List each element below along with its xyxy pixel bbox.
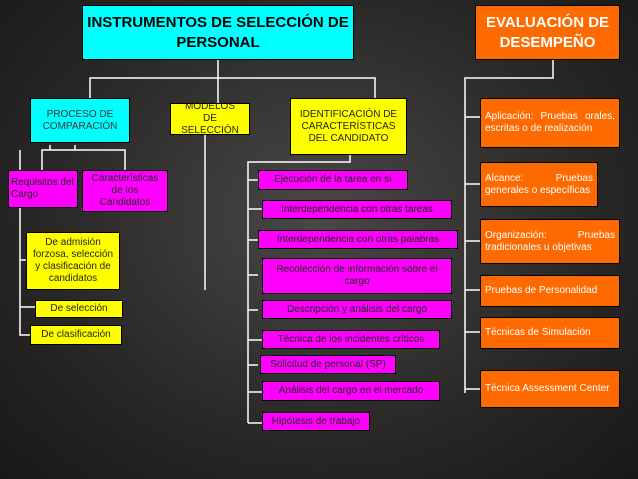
tecnica-descripcion-analisis: Descripción y análisis del cargo [262, 300, 452, 319]
node-identificacion-caracteristicas: IDENTIFICACIÓN DE CARACTERÍSTICAS DEL CA… [290, 98, 407, 155]
tecnica-recoleccion-informacion: Recolección de información sobre el carg… [262, 258, 452, 294]
node-aplicacion-pruebas: Aplicación: Pruebas orales, escritas o d… [480, 98, 620, 148]
node-pruebas-personalidad: Pruebas de Personalidad [480, 275, 620, 307]
node-requisitos-cargo: Requisitos del Cargo [8, 170, 78, 208]
title-instrumentos: INSTRUMENTOS DE SELECCIÓN DE PERSONAL [82, 5, 354, 60]
tecnica-analisis-mercado: Análisis del cargo en el mercado [262, 381, 440, 401]
tecnica-interdependencia-palabras: Interdependencia con otras palabras [258, 230, 458, 249]
node-tecnicas-simulacion: Técnicas de Simulación [480, 317, 620, 349]
title-evaluacion-desempeno: EVALUACIÓN DE DESEMPEÑO [475, 5, 620, 60]
node-modelos-seleccion: MODELOS DE SELECCIÓN [170, 101, 250, 136]
node-caracteristicas-candidatos: Características de los Candidatos [82, 170, 168, 212]
node-admision-forzosa: De admisión forzosa, selección y clasifi… [26, 232, 120, 290]
node-de-clasificacion: De clasificación [30, 325, 122, 345]
node-organizacion-pruebas: Organización: Pruebas tradicionales u ob… [480, 219, 620, 264]
node-alcance-pruebas: Alcance: Pruebas generales o específicas [480, 162, 598, 207]
node-de-seleccion: De selección [35, 300, 123, 318]
tecnica-ejecucion-tarea: Ejecución de la tarea en sí [258, 170, 408, 190]
tecnica-hipotesis-trabajo: Hipótesis de trabajo [262, 412, 370, 431]
node-assessment-center: Técnica Assessment Center [480, 370, 620, 408]
node-proceso-comparacion: PROCESO DE COMPARACIÓN [30, 98, 130, 143]
tecnica-interdependencia-tareas: Interdependencia con otras tareas [262, 200, 452, 219]
tecnica-incidentes-criticos: Técnica de los incidentes críticos [262, 330, 440, 349]
tecnica-solicitud-personal: Solicitud de personal (SP) [260, 355, 396, 374]
